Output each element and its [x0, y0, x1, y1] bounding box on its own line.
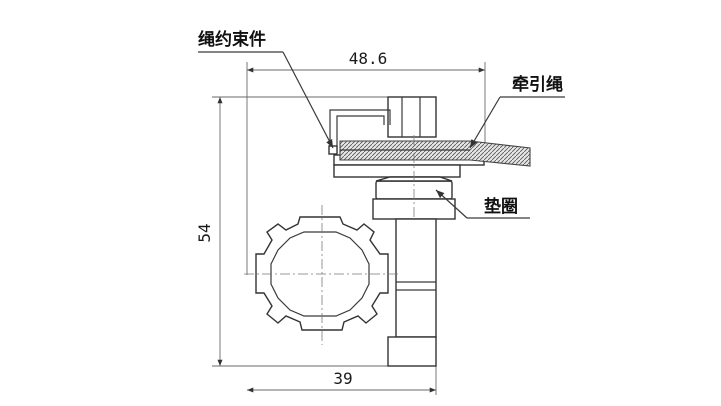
top-clamp: [333, 96, 485, 178]
washer-stack: [372, 135, 456, 345]
splined-tube: [244, 205, 400, 345]
dimension-bottom-width: 39: [247, 340, 437, 395]
cable-tie: [328, 109, 391, 155]
dimension-top-width-value: 48.6: [349, 49, 388, 68]
pull-rope: [339, 140, 531, 167]
dimension-height-value: 54: [195, 223, 214, 242]
dimension-top-width: 48.6: [246, 49, 486, 275]
dimension-bottom-width-value: 39: [333, 369, 352, 388]
label-washer-text: 垫圈: [484, 196, 518, 217]
label-washer: 垫圈: [435, 189, 530, 219]
label-cable-tie: 绳约束件: [198, 29, 334, 149]
stem: [387, 218, 437, 367]
label-pull-rope-text: 牵引绳: [512, 74, 563, 95]
label-pull-rope: 牵引绳: [469, 74, 565, 149]
label-cable-tie-text: 绳约束件: [198, 29, 266, 50]
